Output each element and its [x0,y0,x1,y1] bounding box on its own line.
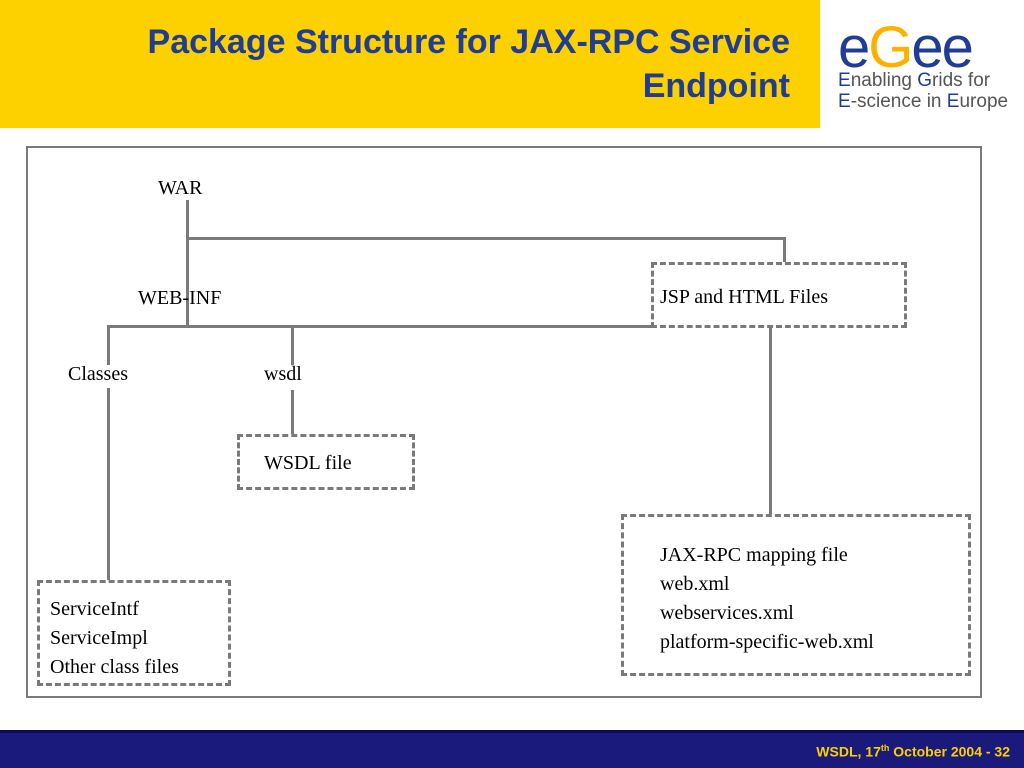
box-wsdl-file: WSDL file [237,434,415,490]
deployment-file-item: JAX-RPC mapping file [660,544,848,566]
deployment-file-item: web.xml [660,573,730,595]
jsp-html-files-label: JSP and HTML Files [660,286,828,308]
footer-text: WSDL, 17th October 2004 - 32 [816,743,1010,760]
connector-webinf-horizontal [107,325,772,328]
node-classes: Classes [68,363,128,385]
class-file-item: ServiceImpl [50,627,148,649]
node-wsdl: wsdl [264,363,302,385]
egee-logo: eGee Enabling Grids for E-science in Eur… [838,15,1009,113]
deployment-file-item: webservices.xml [660,602,794,624]
egee-logo-tagline-1: Enabling Grids for [838,70,991,91]
class-file-item: Other class files [50,656,179,678]
connector-wsdl-file [291,390,294,436]
footer-bar: WSDL, 17th October 2004 - 32 [0,730,1024,768]
box-jsp-html-files: JSP and HTML Files [651,262,907,328]
connector-war-webinf [186,200,189,328]
title-banner: Package Structure for JAX-RPC Service En… [0,0,820,128]
wsdl-file-label: WSDL file [264,452,352,474]
slide-title-line-1: Package Structure for JAX-RPC Service [147,23,790,61]
slide-title-line-2: Endpoint [642,67,790,105]
class-file-item: ServiceIntf [50,598,139,620]
egee-logo-tagline-2: E-science in Europe [838,91,1009,112]
node-war: WAR [158,177,203,199]
box-deployment-descriptors: JAX-RPC mapping file web.xml webservices… [621,514,971,676]
deployment-file-item: platform-specific-web.xml [660,631,874,653]
node-web-inf: WEB-INF [138,287,222,309]
box-class-files: ServiceIntf ServiceImpl Other class file… [37,580,231,686]
connector-to-deployment [769,325,772,515]
slide-title: Package Structure for JAX-RPC Service En… [30,20,790,108]
connector-to-classes [107,325,110,365]
connector-class-files [107,388,110,582]
connector-to-jsp [783,237,786,263]
connector-top-horizontal [186,237,786,240]
package-structure-diagram: WAR WEB-INF Classes wsdl JSP and HTML Fi… [26,146,982,698]
egee-logo-wordmark: eGee [838,15,974,80]
connector-to-wsdl [291,325,294,365]
